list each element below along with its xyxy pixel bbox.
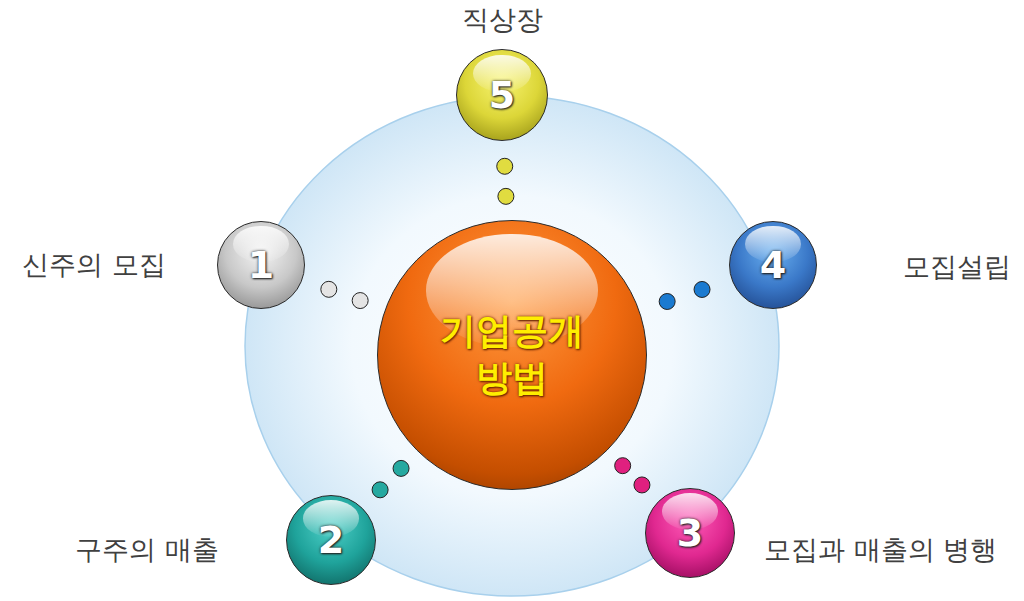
center-title: 기업공개 방법 (422, 308, 602, 402)
halo-circle (245, 96, 779, 596)
connector-dot (372, 482, 388, 498)
method-label: 구주의 매출 (75, 534, 219, 566)
connector-dot (498, 188, 514, 204)
dotted-connector (659, 281, 710, 309)
dotted-connector (321, 281, 368, 308)
numbered-sphere: 2구주의 매출 (286, 495, 376, 585)
numbered-sphere: 5직상장 (456, 49, 548, 141)
dotted-connector (615, 458, 650, 493)
connector-dot (634, 477, 650, 493)
callout-number: 5 (489, 76, 515, 114)
connector-dot (393, 460, 409, 476)
dotted-connector (372, 460, 409, 497)
numbered-sphere: 3모집과 매출의 병행 (645, 488, 735, 578)
connector-dot (694, 281, 710, 297)
method-label: 신주의 모집 (22, 249, 166, 281)
callout-number: 1 (248, 246, 274, 284)
callout-number: 2 (318, 521, 344, 559)
numbered-sphere: 1신주의 모집 (217, 221, 305, 309)
connector-dot (321, 281, 337, 297)
connector-dot (497, 158, 513, 174)
method-label: 직상장 (462, 4, 543, 36)
numbered-sphere: 4모집설립 (729, 221, 817, 309)
method-label: 모집과 매출의 병행 (764, 534, 997, 566)
dotted-connector (497, 158, 514, 204)
connector-dot (659, 293, 675, 309)
core-sphere: 기업공개 방법 (377, 220, 647, 490)
callout-number: 4 (760, 246, 786, 284)
callout-number: 3 (677, 514, 703, 552)
method-label: 모집설립 (903, 251, 1011, 283)
connector-dot (352, 293, 368, 309)
connector-dot (615, 458, 631, 474)
